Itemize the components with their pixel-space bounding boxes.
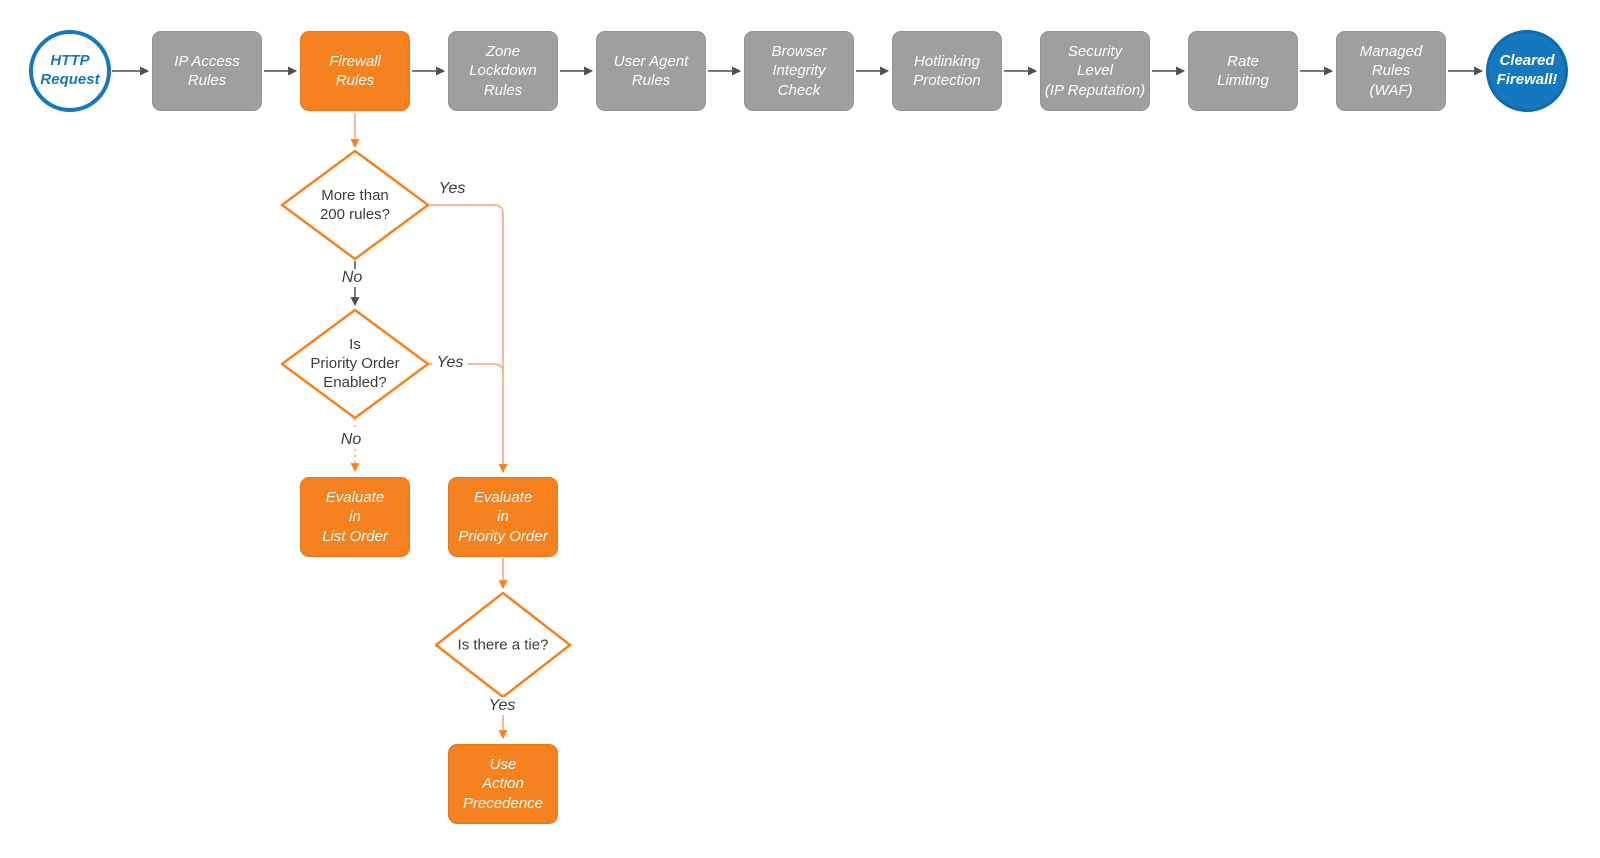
stage-label: User Agent Rules (613, 52, 689, 89)
stage-label: Rate Limiting (1217, 52, 1269, 89)
node-user-agent-rules: User Agent Rules (596, 31, 706, 111)
node-ip-access-rules: IP Access Rules (152, 31, 262, 111)
stage-label: Browser Integrity Check (771, 43, 827, 99)
node-firewall-rules: Firewall Rules (300, 31, 410, 111)
edge-label-d1-no: No (337, 269, 367, 287)
node-use-action-precedence: Use Action Precedence (448, 744, 558, 824)
node-hotlinking-protection: Hotlinking Protection (892, 31, 1002, 111)
edge-label-d2-no: No (336, 431, 366, 449)
node-cleared-firewall: Cleared Firewall! (1486, 30, 1568, 112)
stage-label: Managed Rules (WAF) (1359, 43, 1423, 99)
decision-priority-order-enabled-label: Is Priority Order Enabled? (310, 336, 400, 392)
action-label: Use Action Precedence (462, 756, 544, 812)
stage-label: IP Access Rules (174, 52, 240, 89)
node-browser-integrity-check: Browser Integrity Check (744, 31, 854, 111)
node-http-request: HTTP Request (29, 30, 111, 112)
edge-label-d3-yes: Yes (484, 697, 520, 715)
node-security-level: Security Level (IP Reputation) (1040, 31, 1150, 111)
node-evaluate-in-list-order: Evaluate in List Order (300, 477, 410, 557)
action-label: Evaluate in Priority Order (458, 489, 548, 545)
node-evaluate-in-priority-order: Evaluate in Priority Order (448, 477, 558, 557)
node-rate-limiting: Rate Limiting (1188, 31, 1298, 111)
stage-label: Hotlinking Protection (913, 52, 981, 89)
node-managed-rules-waf: Managed Rules (WAF) (1336, 31, 1446, 111)
decision-more-than-200-rules-label: More than 200 rules? (319, 186, 391, 223)
node-zone-lockdown-rules: Zone Lockdown Rules (448, 31, 558, 111)
action-label: Evaluate in List Order (322, 489, 388, 545)
stage-label: Zone Lockdown Rules (469, 43, 537, 99)
cleared-firewall-label: Cleared Firewall! (1496, 52, 1558, 88)
stage-label: Security Level (IP Reputation) (1044, 43, 1146, 99)
decision-priority-order-enabled-shape (280, 308, 430, 420)
connector-d2-yes-join (428, 363, 504, 374)
decision-is-there-a-tie-label: Is there a tie? (457, 636, 549, 654)
stage-label: Firewall Rules (329, 52, 381, 89)
edge-label-d2-yes: Yes (432, 354, 468, 372)
decision-more-than-200-rules-shape (280, 149, 430, 261)
edge-label-d1-yes: Yes (438, 180, 466, 197)
connector-d1-yes-to-priority-order (428, 204, 508, 474)
http-request-label: HTTP Request (40, 52, 100, 88)
